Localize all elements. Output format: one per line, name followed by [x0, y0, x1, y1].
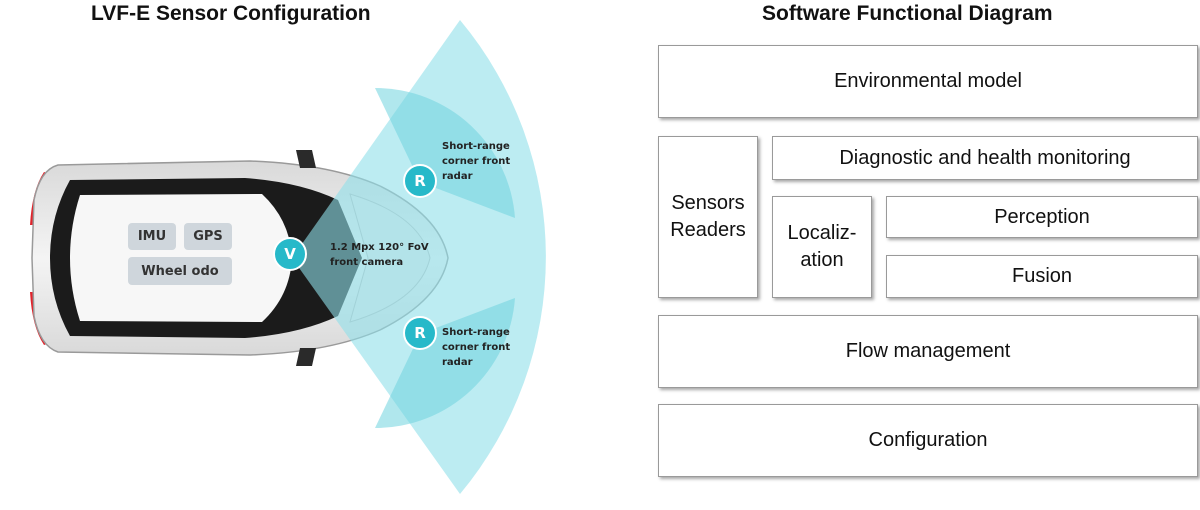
imu-chip: IMU [128, 223, 176, 250]
radar-fov-top [375, 87, 515, 218]
wheel-odo-chip: Wheel odo [128, 257, 232, 285]
perception-box: Perception [886, 196, 1198, 238]
flow-management-box: Flow management [658, 315, 1198, 388]
diagnostic-box: Diagnostic and health monitoring [772, 136, 1198, 180]
fusion-box: Fusion [886, 255, 1198, 298]
configuration-box: Configuration [658, 404, 1198, 477]
camera-label: 1.2 Mpx 120° FoV front camera [330, 242, 429, 268]
radar-label-top: Short-range corner front radar [442, 141, 511, 182]
localization-box: Localiz- ation [772, 196, 872, 298]
sensor-configuration-illustration [30, 20, 546, 494]
radar-label-bottom: Short-range corner front radar [442, 327, 511, 368]
sensor-config-title: LVF-E Sensor Configuration [91, 2, 371, 25]
radar-badge-bottom: R [403, 316, 437, 350]
software-diagram-title: Software Functional Diagram [762, 2, 1053, 25]
sensors-readers-box: Sensors Readers [658, 136, 758, 298]
mirror-top [296, 150, 316, 168]
radar-fov-bottom [375, 298, 515, 429]
environmental-model-box: Environmental model [658, 45, 1198, 118]
mirror-bottom [296, 348, 316, 366]
radar-badge-top: R [403, 164, 437, 198]
camera-badge: V [273, 237, 307, 271]
gps-chip: GPS [184, 223, 232, 250]
